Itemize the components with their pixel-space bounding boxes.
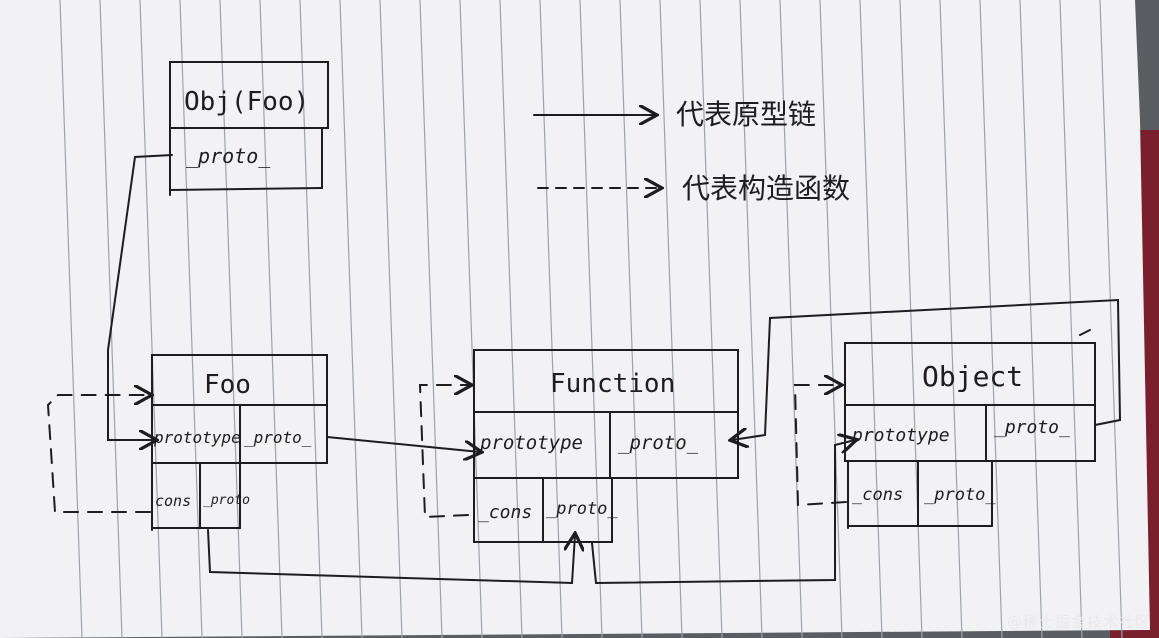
function-proto: _proto_ (618, 432, 699, 454)
obj-foo-title: Obj(Foo) (184, 87, 309, 117)
obj-proto-to-foo-prototype (107, 154, 173, 440)
object-proto-to-function-proto (732, 298, 1122, 440)
object-cons: _cons (852, 485, 903, 505)
watermark: @稀土掘金技术社区 (1006, 613, 1151, 631)
foo-box (151, 354, 328, 531)
object-title: Object (922, 360, 1023, 393)
foo-cons-proto: _proto (203, 493, 250, 508)
function-cons-to-function (418, 385, 470, 519)
ruled-lines (59, 0, 1123, 638)
function-prototype: prototype (479, 432, 583, 454)
obj-foo-proto: _proto_ (186, 144, 271, 168)
object-prototype: prototype (851, 425, 950, 446)
object-loop-tick (1079, 329, 1091, 336)
function-cons: _cons (478, 502, 532, 523)
foo-cons-to-foo (46, 395, 150, 513)
foo-title: Foo (204, 370, 251, 400)
object-cons-to-object (793, 385, 847, 507)
legend-dashed-label: 代表构造函数 (682, 172, 850, 205)
function-title: Function (550, 369, 675, 399)
object-proto: _proto_ (994, 417, 1070, 438)
object-cons-proto: _proto_ (924, 485, 996, 505)
foo-cons-proto-to-function-cons-proto (207, 529, 575, 585)
foo-cons: cons (155, 492, 191, 510)
object-box (844, 342, 1096, 529)
foo-prototype: prototype (153, 428, 241, 447)
foo-proto: _proto_ (244, 428, 312, 447)
obj-foo-box (169, 61, 329, 196)
function-cons-proto: _proto_ (546, 499, 618, 519)
legend-solid-label: 代表原型链 (676, 98, 816, 131)
function-cons-proto-to-object-prototype (591, 440, 855, 585)
foo-proto-to-function-prototype (326, 436, 480, 452)
function-box (473, 349, 739, 543)
